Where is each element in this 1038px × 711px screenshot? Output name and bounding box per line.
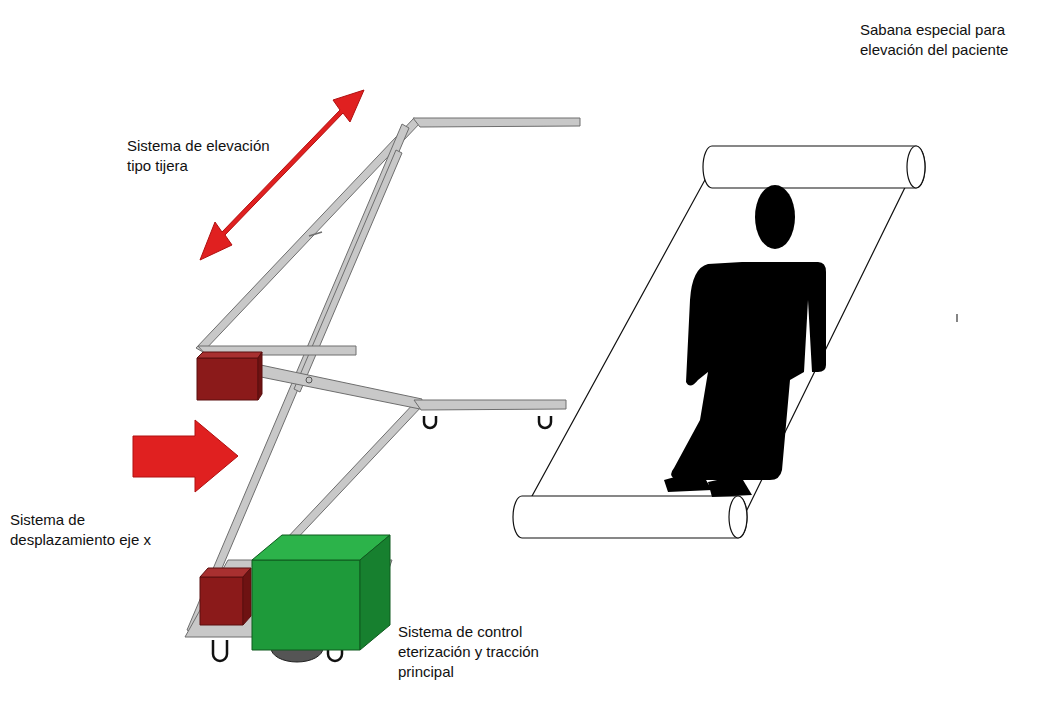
sheet-rollers: [513, 146, 925, 538]
link-bar: [256, 364, 422, 409]
control-box: [252, 560, 360, 650]
pivot: [306, 377, 312, 383]
patient-figure: [664, 185, 826, 497]
lifting-sheet: [520, 167, 915, 518]
caster-wheels: [424, 416, 551, 428]
displacement-label: Sistema de desplazamiento eje x: [10, 510, 172, 550]
control-label: Sistema de control eterización y tracció…: [398, 622, 560, 682]
lower-bar: [414, 400, 566, 410]
x-arrow: [133, 420, 238, 492]
drive-box: [200, 577, 243, 625]
actuator-box: [197, 358, 258, 400]
lift-arrow: [200, 90, 364, 260]
scissor-label: Sistema de elevación tipo tijera: [127, 136, 279, 176]
top-bar: [413, 118, 580, 127]
sheet-label: Sabana especial para elevación del pacie…: [860, 20, 1032, 60]
